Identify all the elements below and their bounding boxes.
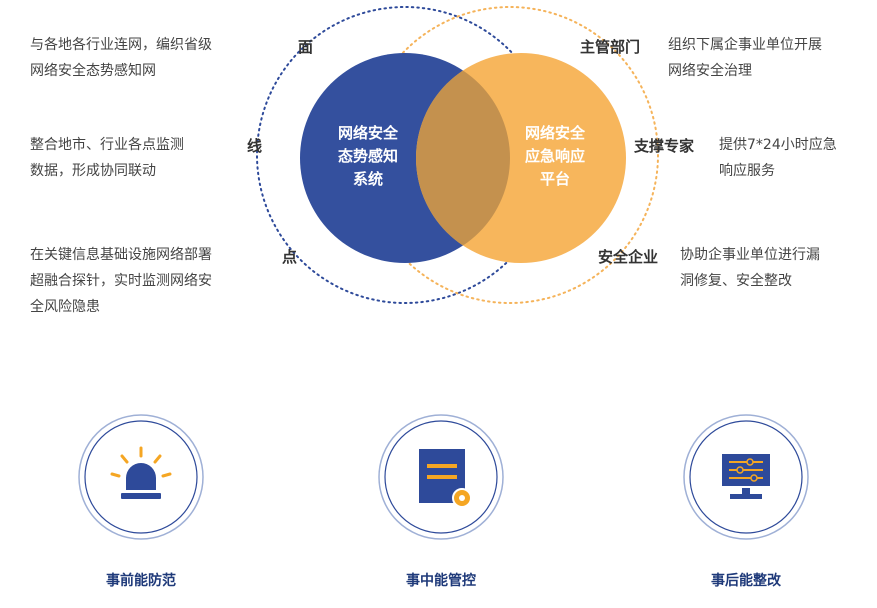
right-desc-1: 组织下属企事业单位开展 网络安全治理 xyxy=(668,37,822,79)
right-circle-text: 网络安全 应急响应 平台 xyxy=(524,124,585,188)
card-circle-2 xyxy=(378,414,504,540)
left-circle-text: 网络安全 态势感知 系统 xyxy=(337,124,398,188)
monitor-sliders-icon xyxy=(722,454,770,499)
left-label-1: 面 xyxy=(298,38,314,56)
left-desc-1: 与各地各行业连网，编织省级 网络安全态势感知网 xyxy=(30,37,212,79)
right-label-1: 主管部门 xyxy=(580,38,641,56)
card-title-2: 事中能管控 xyxy=(406,573,476,589)
right-label-2: 支撑专家 xyxy=(634,137,695,155)
card-title-1: 事前能防范 xyxy=(106,573,176,589)
document-gear-icon xyxy=(419,449,472,508)
left-label-3: 点 xyxy=(282,248,298,266)
left-desc-2: 整合地市、行业各点监测 数据，形成协同联动 xyxy=(30,137,184,179)
overlap-region xyxy=(416,53,510,263)
right-label-3: 安全企业 xyxy=(598,248,659,266)
alarm-light-icon xyxy=(110,446,172,499)
card-title-3: 事后能整改 xyxy=(711,573,781,589)
card-circle-3 xyxy=(683,414,809,540)
right-desc-2: 提供7*24小时应急 响应服务 xyxy=(719,137,837,179)
left-label-2: 线 xyxy=(247,137,263,155)
outer-dotted-circle-right xyxy=(361,6,659,304)
left-desc-3: 在关键信息基础设施网络部署 超融合探针，实时监测网络安 全风险隐患 xyxy=(30,247,212,315)
card-circle-1 xyxy=(78,414,204,540)
right-desc-3: 协助企事业单位进行漏 洞修复、安全整改 xyxy=(680,247,820,289)
